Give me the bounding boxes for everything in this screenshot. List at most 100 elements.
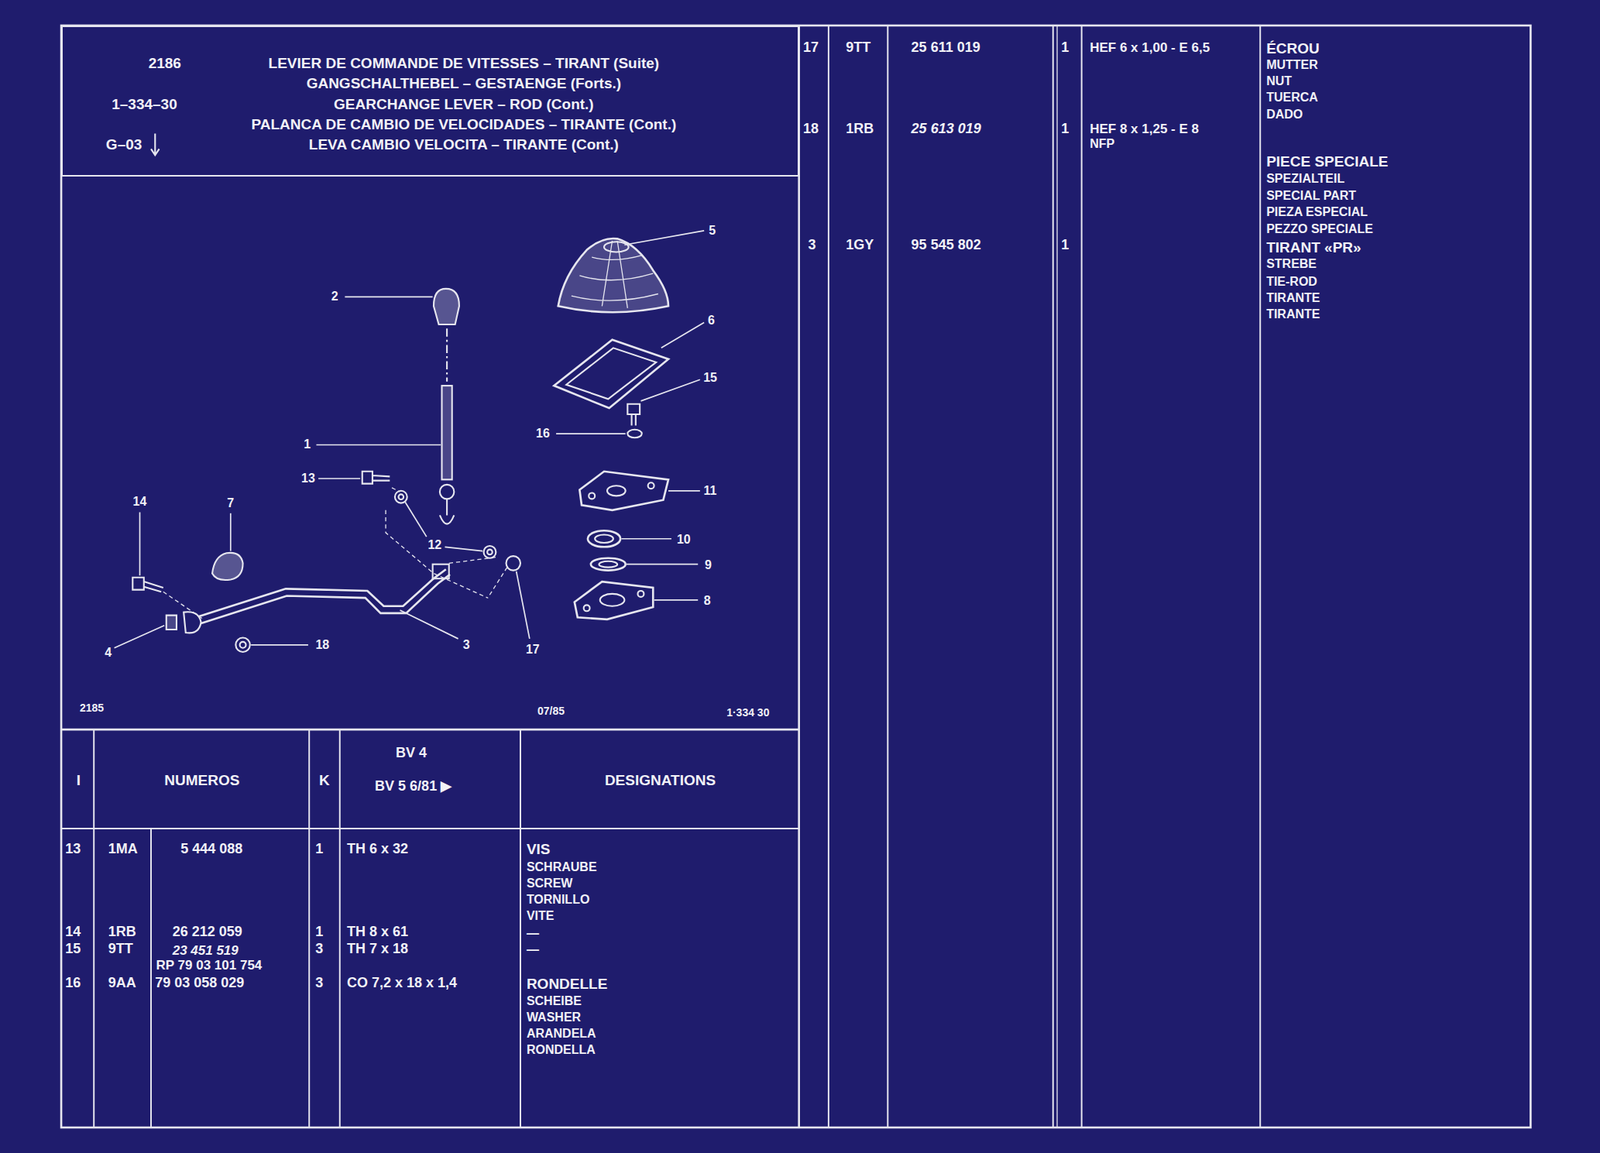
callout-number: 14 — [133, 495, 148, 509]
table-cell: I — [76, 772, 81, 787]
callout-number: 12 — [427, 539, 442, 552]
table-cell: 1 — [315, 924, 323, 939]
leader-lines — [114, 230, 705, 649]
leader-line — [516, 571, 530, 639]
callout-number: 8 — [703, 594, 711, 608]
table-cell: SCHEIBE — [526, 995, 582, 1008]
table-cell: VITE — [526, 909, 555, 923]
leader-line — [250, 644, 309, 646]
table-cell: PIEZA ESPECIAL — [1266, 206, 1368, 219]
callout-number: 2 — [331, 290, 339, 303]
direction-arrow — [151, 133, 160, 156]
table-cell: TUERCA — [1266, 91, 1319, 104]
grid-line — [150, 828, 152, 1128]
grid-line — [61, 728, 800, 732]
leader-line — [661, 322, 704, 348]
boot-frame — [566, 347, 656, 399]
plate-hole — [588, 492, 595, 499]
table-cell: — — [526, 927, 540, 941]
table-cell: VIS — [526, 841, 551, 857]
leader-line — [139, 511, 141, 576]
header-box: 2186GANGSCHALTHEBEL – GESTAENGE (Forts.)… — [61, 25, 800, 177]
table-cell: DESIGNATIONS — [604, 772, 716, 787]
table-cell: TIRANTE — [1266, 308, 1320, 321]
table-cell: TIRANT «PR» — [1266, 239, 1361, 255]
heading-text: 2186 — [148, 55, 182, 71]
table-cell: 1 — [1060, 40, 1069, 55]
callout-number: 17 — [525, 643, 540, 656]
table-cell: 25 611 019 — [911, 40, 981, 55]
callout-number: 16 — [535, 427, 550, 440]
leader-line — [444, 546, 483, 551]
plate-hole — [607, 485, 626, 496]
table-cell: 25 613 019 — [911, 121, 982, 136]
table-cell: TORNILLO — [526, 893, 590, 907]
guide-block — [212, 552, 244, 581]
table-cell: 95 545 802 — [911, 237, 982, 252]
grid-line — [61, 827, 800, 830]
bolt — [132, 577, 164, 592]
table-cell: TH 6 x 32 — [346, 841, 409, 856]
callout-number: 18 — [315, 638, 330, 652]
leader-line — [654, 599, 699, 601]
table-cell: NUT — [1266, 75, 1292, 88]
callout-number: 15 — [703, 371, 718, 385]
table-cell: 1RB — [845, 121, 874, 136]
table-cell: BV 4 — [395, 745, 427, 760]
table-cell: 1RB — [108, 924, 137, 939]
callout-number: 3 — [463, 638, 471, 652]
ring — [587, 530, 621, 547]
table-cell: 16 — [65, 975, 81, 990]
table-cell: 9TT — [108, 941, 134, 956]
nut — [506, 556, 521, 570]
leader-line — [318, 477, 361, 480]
table-cell: 26 212 059 — [172, 924, 243, 939]
sheet-reference: 07/85 — [537, 705, 565, 717]
plate-hole — [600, 593, 625, 607]
table-cell: 1 — [1060, 237, 1069, 252]
heading-text: GANGSCHALTHEBEL – GESTAENGE (Forts.) — [306, 75, 622, 91]
washer — [627, 429, 642, 439]
table-cell: 1 — [315, 841, 323, 856]
bushing — [394, 490, 408, 504]
callout-number: 5 — [708, 224, 716, 237]
callout-number: 1 — [303, 438, 311, 451]
table-cell: ÉCROU — [1266, 40, 1320, 55]
table-cell: MUTTER — [1266, 58, 1319, 72]
table-cell: DADO — [1266, 108, 1303, 121]
heading-text: PALANCA DE CAMBIO DE VELOCIDADES – TIRAN… — [250, 116, 677, 132]
table-cell: TH 7 x 18 — [346, 941, 409, 956]
leader-line — [624, 230, 704, 245]
bushing — [484, 545, 497, 559]
leader-line — [556, 432, 626, 435]
table-cell: 1MA — [108, 841, 138, 856]
plate-hole — [638, 590, 645, 598]
callout-number: 7 — [226, 497, 234, 510]
leader-line — [626, 563, 698, 566]
table-cell: 79 03 058 029 — [154, 975, 244, 990]
boot-top — [604, 241, 629, 252]
callout-number: 6 — [707, 314, 715, 327]
table-cell: 17 — [803, 40, 819, 55]
table-cell: 3 — [315, 941, 323, 956]
sheet-reference: 1·334 30 — [726, 707, 770, 718]
leader-line — [230, 513, 232, 552]
table-cell: PEZZO SPECIALE — [1266, 223, 1374, 236]
table-cell: NFP — [1089, 137, 1115, 151]
grid-line — [1259, 25, 1261, 1128]
axis-line — [446, 328, 448, 382]
table-cell: HEF 6 x 1,00 - E 6,5 — [1089, 40, 1210, 54]
table-cell: — — [526, 944, 540, 957]
table-cell: PIECE SPECIALE — [1266, 154, 1388, 169]
table-cell: CO 7,2 x 18 x 1,4 — [346, 975, 457, 990]
leader-line — [668, 490, 701, 492]
table-cell: 5 444 088 — [180, 841, 243, 856]
leader-line — [621, 538, 672, 540]
plate-hole — [648, 482, 655, 489]
guide-plate — [579, 471, 669, 511]
leader-line — [640, 379, 700, 402]
table-cell: 13 — [65, 841, 81, 856]
table-cell: ARANDELA — [526, 1027, 597, 1041]
grid-line — [1081, 25, 1083, 1128]
